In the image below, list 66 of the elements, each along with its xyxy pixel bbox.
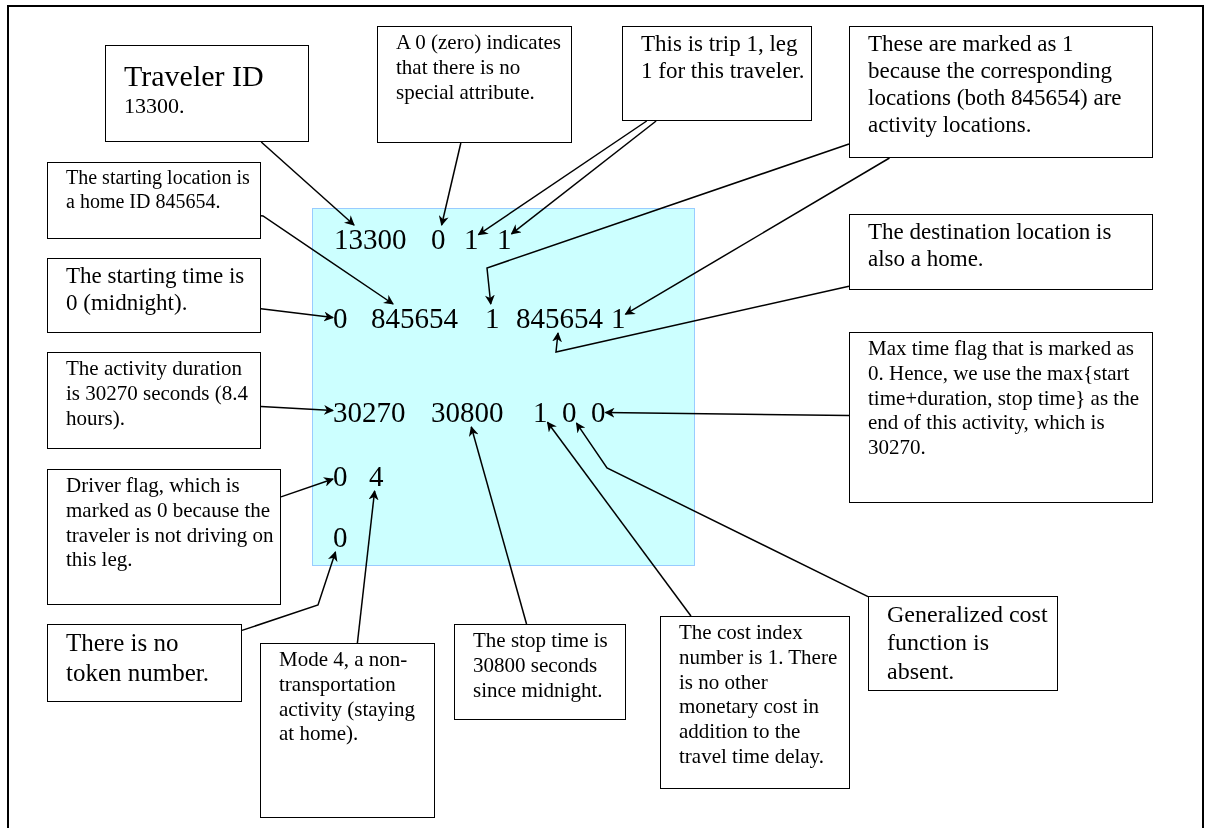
field-value: 0 xyxy=(333,462,348,491)
callout-box xyxy=(377,26,572,143)
arrow xyxy=(468,426,528,625)
callout-box xyxy=(660,616,850,789)
callout-text: A 0 (zero) indicates that there is no special attribute. xyxy=(396,30,563,105)
field-value: 845654 xyxy=(371,304,458,333)
callout-text: Traveler ID xyxy=(124,58,265,94)
arrow xyxy=(477,120,648,236)
callout-text: Generalized cost function is absent. xyxy=(887,600,1049,685)
callout-box xyxy=(849,332,1153,503)
callout-box xyxy=(868,596,1058,691)
callout-box xyxy=(622,26,812,121)
callout-box xyxy=(47,624,242,702)
field-value: 0 xyxy=(333,523,348,552)
arrow xyxy=(260,307,334,322)
callout-box xyxy=(47,352,261,449)
callout-text: Driver flag, which is marked as 0 because the traveler is not driving on this leg. xyxy=(66,473,275,573)
field-value: 1 xyxy=(611,304,626,333)
callout-text: There is no token number. xyxy=(66,628,211,687)
arrow xyxy=(260,141,355,226)
callout-box xyxy=(849,26,1153,158)
arrow xyxy=(241,551,338,632)
arrow xyxy=(260,214,394,305)
callout-text: The activity duration is 30270 seconds (8.4 hours). xyxy=(66,356,249,431)
field-value: 0 xyxy=(591,398,606,427)
field-value: 1 xyxy=(485,304,500,333)
arrow xyxy=(484,143,850,305)
field-value: 0 xyxy=(431,225,446,254)
callout-box xyxy=(47,469,281,605)
callout-text: Mode 4, a non-transportation activity (staying at home). xyxy=(279,647,416,747)
arrow xyxy=(280,477,334,498)
arrow xyxy=(604,407,850,418)
record-panel xyxy=(312,208,695,566)
field-value: 1 xyxy=(464,225,479,254)
arrow xyxy=(260,405,334,415)
callout-text: These are marked as 1 because the corresponding locations (both 845654) are activity locations. xyxy=(868,30,1123,139)
arrow xyxy=(438,142,462,226)
arrow xyxy=(624,157,891,315)
field-value: 13300 xyxy=(334,225,407,254)
arrow xyxy=(510,120,657,235)
field-value: 30800 xyxy=(431,398,504,427)
field-value: 1 xyxy=(533,398,548,427)
field-value: 845654 xyxy=(516,304,603,333)
callout-text: This is trip 1, leg 1 for this traveler. xyxy=(641,30,806,85)
callout-text: The destination location is also a home. xyxy=(868,218,1113,273)
field-value: 4 xyxy=(369,462,384,491)
callout-box xyxy=(105,45,309,142)
field-value: 30270 xyxy=(333,398,406,427)
field-value: 1 xyxy=(497,225,512,254)
arrow xyxy=(546,421,692,617)
callout-text: The starting location is a home ID 845654. xyxy=(66,166,251,214)
callout-box xyxy=(260,643,435,818)
callout-text: The cost index number is 1. There is no other monetary cost in addition to the travel time delay. xyxy=(679,620,839,769)
callout-text: Max time flag that is marked as 0. Hence, we use the max{start time+duration, stop time} as the end of this activity, which is 30270. xyxy=(868,336,1140,460)
field-value: 0 xyxy=(562,398,577,427)
callout-box xyxy=(454,624,626,720)
callout-text: 13300. xyxy=(124,93,186,120)
callout-box xyxy=(47,258,261,333)
arrow xyxy=(552,285,850,353)
field-value: 0 xyxy=(333,304,348,333)
arrow xyxy=(575,422,869,598)
arrow xyxy=(356,490,379,644)
callout-box xyxy=(47,162,261,239)
callout-text: The starting time is 0 (midnight). xyxy=(66,262,246,317)
callout-text: The stop time is 30800 seconds since midnight. xyxy=(473,628,609,703)
callout-box xyxy=(849,214,1153,290)
